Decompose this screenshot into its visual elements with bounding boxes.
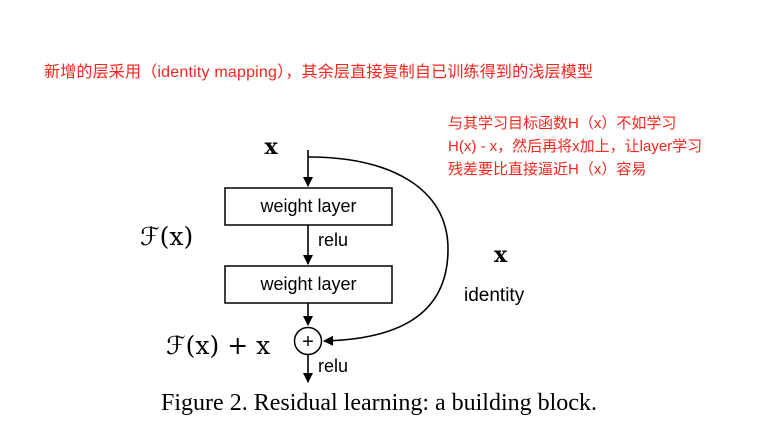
plus-icon: + [302,331,314,353]
skip-connection-arrow [307,156,449,346]
addition-node [293,326,323,356]
identity-label: identity [464,285,525,306]
weight-layer-1-box [224,187,393,226]
input-x-label: x [264,134,278,160]
annotation-top: 新增的层采用（identity mapping），其余层直接复制自已训练得到的浅… [44,64,594,81]
relu-1-label: relu [318,230,349,250]
annotation-side-line3: 残差要比直接逼近H（x）容易 [448,161,647,178]
weight-layer-2-label: weight layer [260,274,357,294]
skip-x-label: x [494,242,508,268]
f-of-x-label: ℱ(x) [140,222,194,251]
weight-layer-2-box [224,265,393,304]
annotation-side-line2: H(x) - x，然后再将x加上，让layer学习 [448,138,703,155]
figure-caption: Figure 2. Residual learning: a building … [161,390,597,416]
annotation-side: 与其学习目标函数H（x）不如学习 H(x) - x，然后再将x加上，让layer… [448,112,702,181]
weight-layer-1-label: weight layer [260,196,357,216]
annotation-side-line1: 与其学习目标函数H（x）不如学习 [448,115,677,132]
relu-2-label: relu [318,356,349,376]
output-label: ℱ(x) + x [166,331,271,360]
